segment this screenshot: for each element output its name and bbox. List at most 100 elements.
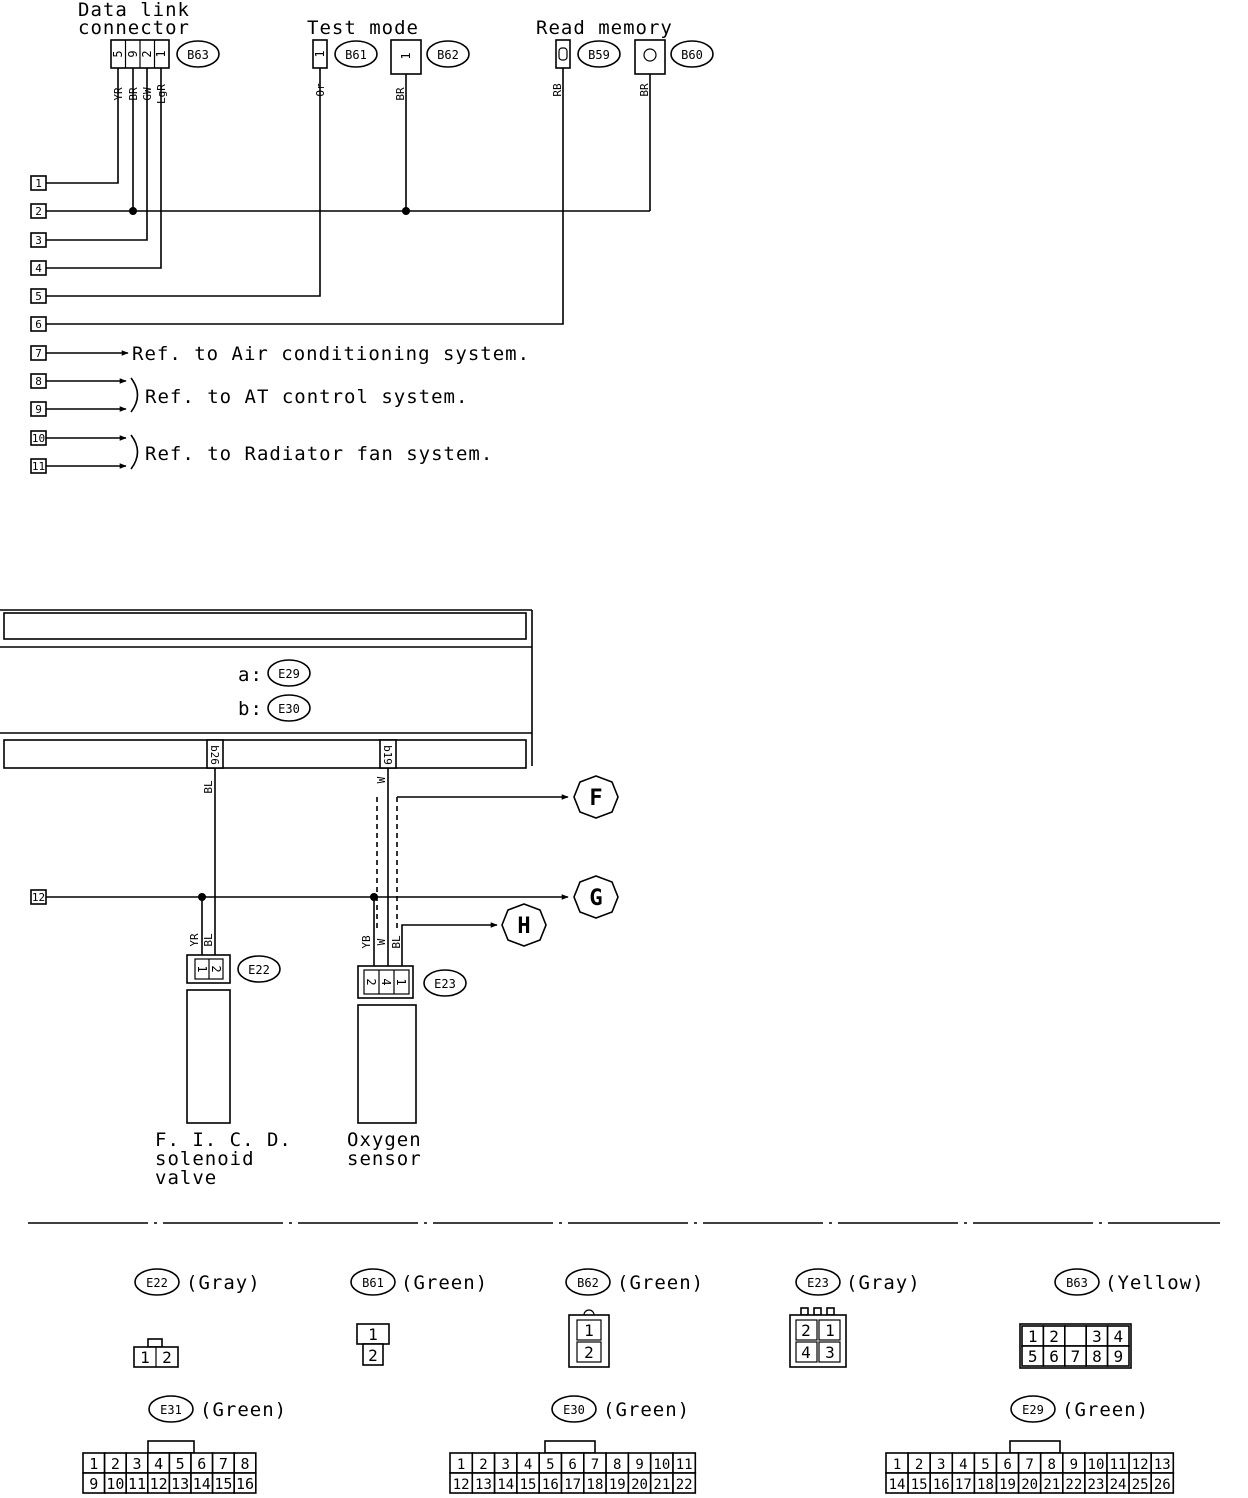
- hex-f: F: [573, 775, 619, 819]
- e29-pin-label: 15: [911, 1477, 928, 1493]
- svg-text:(Gray): (Gray): [186, 1272, 261, 1294]
- e29-pin-label: 13: [1154, 1457, 1171, 1473]
- svg-text:7: 7: [35, 347, 42, 360]
- read-memory-title: Read memory: [536, 17, 673, 39]
- svg-text:1: 1: [368, 1325, 378, 1344]
- b63-pin-label: 9: [1113, 1347, 1123, 1366]
- svg-text:B63: B63: [1066, 1276, 1088, 1290]
- o2-connector-e23: YB W BL 2 4 1: [357, 935, 414, 999]
- e29-pin-label: 9: [1070, 1457, 1078, 1473]
- terminal-1: 1: [30, 175, 47, 191]
- ecm-conn-e30: E30: [267, 694, 311, 722]
- svg-text:B63: B63: [187, 48, 209, 62]
- svg-text:YB: YB: [360, 935, 373, 949]
- svg-text:2: 2: [162, 1348, 172, 1367]
- e29-pin-label: 26: [1154, 1477, 1171, 1493]
- b63-cell: [1106, 1345, 1130, 1367]
- svg-text:B62: B62: [437, 48, 459, 62]
- e29-pin-label: 21: [1043, 1477, 1060, 1493]
- hex-h: H: [501, 903, 547, 947]
- svg-text:(Green): (Green): [401, 1272, 488, 1294]
- conn-badge-b61: B61: [334, 40, 378, 68]
- e29-pin-label: 5: [981, 1457, 989, 1473]
- svg-text:9: 9: [35, 403, 42, 416]
- hex-g: G: [573, 875, 619, 919]
- b63-cell: [1064, 1325, 1088, 1347]
- e29-pin-label: 22: [1065, 1477, 1082, 1493]
- e30-pin-label: 2: [479, 1457, 487, 1473]
- o2-label-1: Oxygen: [347, 1129, 422, 1151]
- svg-text:BL: BL: [202, 933, 215, 947]
- test-mode-title: Test mode: [307, 17, 419, 39]
- b63-pin-label: 7: [1071, 1347, 1081, 1366]
- ecm-conn-e29: E29: [267, 659, 311, 687]
- b63-pin-label: 3: [1092, 1327, 1102, 1346]
- b63-pin-label: 6: [1049, 1347, 1059, 1366]
- wire-br-3: BR: [638, 83, 651, 97]
- svg-text:12: 12: [32, 891, 45, 904]
- read-memory-connector-b60: BR: [634, 39, 666, 97]
- e31-pin-label: 5: [176, 1455, 185, 1473]
- terminal-12: 12: [30, 889, 47, 905]
- legend-b61: B61 (Green) 1 2: [350, 1268, 488, 1366]
- svg-text:(Green): (Green): [200, 1399, 287, 1421]
- e29-pin-label: 18: [977, 1477, 994, 1493]
- svg-text:B60: B60: [681, 48, 703, 62]
- e29-pin-label: 11: [1110, 1457, 1127, 1473]
- svg-text:2: 2: [801, 1321, 811, 1340]
- svg-text:6: 6: [35, 318, 42, 331]
- svg-text:H: H: [517, 914, 530, 939]
- svg-text:1: 1: [195, 965, 209, 972]
- o2-label-2: sensor: [347, 1148, 422, 1170]
- svg-text:W: W: [375, 938, 388, 945]
- top-wires: [46, 68, 651, 470]
- e31-pin-label: 6: [197, 1455, 206, 1473]
- terminal-2: 2: [30, 203, 47, 219]
- wire-br-2: BR: [394, 87, 407, 101]
- e29-pin-label: 23: [1088, 1477, 1105, 1493]
- svg-text:E22: E22: [146, 1276, 168, 1290]
- wire-rb: RB: [551, 83, 564, 97]
- svg-text:1: 1: [825, 1321, 835, 1340]
- e30-pin-label: 12: [453, 1477, 470, 1493]
- e31-pin-label: 2: [111, 1455, 120, 1473]
- e29-pin-label: 16: [933, 1477, 950, 1493]
- e30-pin-label: 14: [497, 1477, 514, 1493]
- svg-text:(Green): (Green): [1062, 1399, 1149, 1421]
- svg-text:1: 1: [313, 50, 327, 57]
- conn-badge-e22: E22: [237, 955, 281, 983]
- b63-pin-label: 4: [1113, 1327, 1123, 1346]
- conn-badge-b63: B63: [176, 40, 220, 68]
- ref-at-control: Ref. to AT control system.: [145, 386, 468, 408]
- svg-text:1: 1: [394, 978, 408, 985]
- e30-pin-label: 22: [676, 1477, 693, 1493]
- top-section: Data link connector Test mode Read memor…: [30, 0, 714, 474]
- conn-badge-e23: E23: [423, 969, 467, 997]
- e29-pin-label: 3: [937, 1457, 945, 1473]
- svg-text:2: 2: [368, 1346, 378, 1365]
- terminal-3: 3: [30, 232, 47, 248]
- middle-wires: [46, 768, 569, 966]
- legend-e22: E22 (Gray) 1 2: [133, 1268, 261, 1368]
- e29-pin-label: 8: [1048, 1457, 1056, 1473]
- e30-pin-label: 17: [564, 1477, 581, 1493]
- terminal-8: 8: [30, 373, 47, 389]
- svg-text:4: 4: [379, 978, 393, 985]
- data-link-title-2: connector: [78, 17, 190, 39]
- e30-pin-label: 13: [475, 1477, 492, 1493]
- svg-text:4: 4: [35, 262, 42, 275]
- e30-pin-label: 10: [653, 1457, 670, 1473]
- e31-pin-label: 10: [106, 1475, 124, 1493]
- wire-w-ecm: W: [375, 776, 388, 783]
- e31-pin-label: 3: [132, 1455, 141, 1473]
- e31-pin-label: 15: [214, 1475, 232, 1493]
- legend-section: E22 (Gray) 1 2 B61 (Green) 1 2 B62 (Gree…: [82, 1268, 1204, 1494]
- terminal-list: 1 2 3 4 5 6 7 8 9 10 11: [30, 175, 47, 474]
- svg-text:E23: E23: [807, 1276, 829, 1290]
- svg-text:2: 2: [584, 1343, 594, 1362]
- e31-pin-label: 12: [150, 1475, 168, 1493]
- svg-text:2: 2: [364, 978, 378, 985]
- svg-text:b26: b26: [208, 745, 221, 765]
